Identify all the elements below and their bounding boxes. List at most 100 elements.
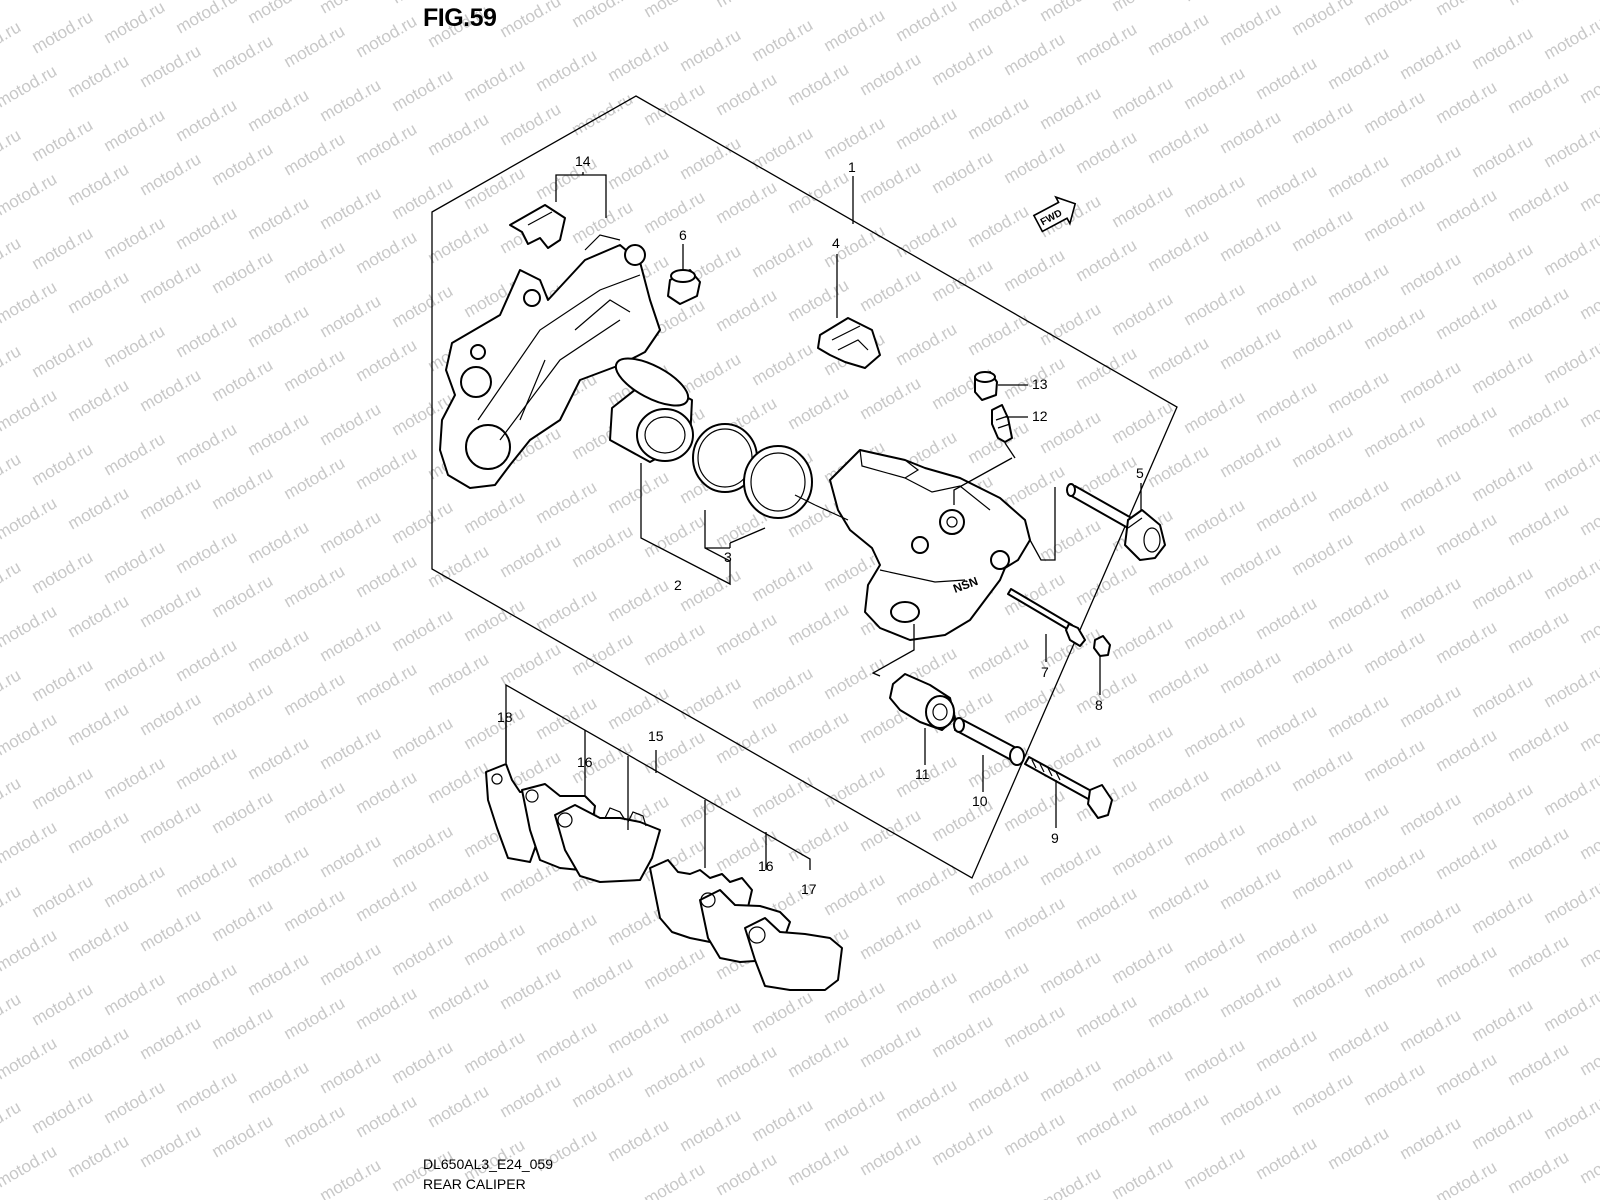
watermark-text: motod.ru (1181, 603, 1249, 653)
watermark-text: motod.ru (1541, 1093, 1600, 1143)
watermark-text: motod.ru (0, 0, 60, 3)
watermark-text: motod.ru (1505, 715, 1573, 765)
watermark-text: motod.ru (281, 1101, 349, 1151)
watermark-text: motod.ru (1325, 1123, 1393, 1173)
watermark-text: motod.ru (353, 119, 421, 169)
watermark-text: motod.ru (0, 17, 24, 67)
watermark-text: motod.ru (1577, 1137, 1600, 1187)
watermark-text: motod.ru (1541, 337, 1600, 387)
watermark-text: motod.ru (29, 655, 97, 705)
figure-name: REAR CALIPER (423, 1176, 526, 1192)
watermark-text: motod.ru (29, 979, 97, 1029)
watermark-text: motod.ru (1217, 215, 1285, 265)
watermark-text: motod.ru (1109, 73, 1177, 123)
watermark-text: motod.ru (857, 265, 925, 315)
watermark-text: motod.ru (281, 561, 349, 611)
sleeve-part (953, 717, 1025, 766)
watermark-text: motod.ru (1001, 1001, 1069, 1051)
watermark-text: motod.ru (1001, 785, 1069, 835)
watermark-text: motod.ru (893, 103, 961, 153)
watermark-text: motod.ru (137, 905, 205, 955)
watermark-text: motod.ru (1541, 985, 1600, 1035)
watermark-text: motod.ru (785, 707, 853, 757)
watermark-text: motod.ru (1397, 681, 1465, 731)
watermark-text: motod.ru (497, 1071, 565, 1121)
watermark-text: motod.ru (749, 15, 817, 65)
watermark-text: motod.ru (1073, 667, 1141, 717)
watermark-text: motod.ru (605, 575, 673, 625)
watermark-text: motod.ru (821, 1085, 889, 1135)
watermark-text: motod.ru (1325, 43, 1393, 93)
watermark-text: motod.ru (569, 629, 637, 679)
watermark-text: motod.ru (1109, 721, 1177, 771)
watermark-text: motod.ru (65, 807, 133, 857)
watermark-text: motod.ru (1181, 711, 1249, 761)
watermark-text: motod.ru (0, 557, 24, 607)
watermark-text: motod.ru (1145, 657, 1213, 707)
watermark-text: motod.ru (1397, 33, 1465, 83)
watermark-text: motod.ru (1253, 809, 1321, 859)
watermark-text: motod.ru (209, 679, 277, 729)
watermark-text: motod.ru (1001, 1109, 1069, 1159)
watermark-text: motod.ru (1145, 981, 1213, 1031)
watermark-text: motod.ru (1037, 839, 1105, 889)
watermark-text: motod.ru (425, 973, 493, 1023)
watermark-text: motod.ru (1181, 63, 1249, 113)
watermark-text: motod.ru (1253, 593, 1321, 643)
watermark-text: motod.ru (173, 203, 241, 253)
watermark-text: motod.ru (749, 987, 817, 1037)
watermark-text: motod.ru (1361, 519, 1429, 569)
watermark-text: motod.ru (1325, 259, 1393, 309)
watermark-text: motod.ru (353, 983, 421, 1033)
watermark-text: motod.ru (173, 311, 241, 361)
watermark-text: motod.ru (209, 31, 277, 81)
watermark-text: motod.ru (1577, 921, 1600, 971)
watermark-text: motod.ru (1145, 1089, 1213, 1139)
watermark-text: motod.ru (965, 93, 1033, 143)
watermark-text: motod.ru (1505, 1147, 1573, 1197)
watermark-text: motod.ru (1037, 299, 1105, 349)
watermark-text: motod.ru (1109, 397, 1177, 447)
watermark-text: motod.ru (821, 5, 889, 55)
watermark-text: motod.ru (1109, 1153, 1177, 1200)
watermark-text: motod.ru (0, 989, 24, 1039)
watermark-text: motod.ru (1181, 927, 1249, 977)
watermark-text: motod.ru (785, 383, 853, 433)
watermark-text: motod.ru (0, 665, 24, 715)
watermark-text: motod.ru (1397, 249, 1465, 299)
watermark-text: motod.ru (389, 497, 457, 547)
watermark-text: motod.ru (1577, 165, 1600, 215)
watermark-text: motod.ru (713, 177, 781, 227)
watermark-text: motod.ru (569, 0, 637, 31)
watermark-text: motod.ru (1577, 1029, 1600, 1079)
watermark-text: motod.ru (281, 669, 349, 719)
watermark-text: motod.ru (1577, 273, 1600, 323)
callout-7: 7 (1041, 664, 1049, 680)
watermark-text: motod.ru (281, 453, 349, 503)
watermark-text: motod.ru (1181, 1035, 1249, 1085)
watermark-text: motod.ru (1253, 377, 1321, 427)
watermark-text: motod.ru (1217, 1079, 1285, 1129)
watermark-text: motod.ru (821, 653, 889, 703)
watermark-text: motod.ru (1541, 553, 1600, 603)
watermark-text: motod.ru (317, 615, 385, 665)
watermark-text: motod.ru (1181, 279, 1249, 329)
watermark-text: motod.ru (749, 1095, 817, 1145)
watermark-text: motod.ru (389, 605, 457, 655)
watermark-text: motod.ru (1577, 597, 1600, 647)
watermark-text: motod.ru (137, 473, 205, 523)
watermark-text: motod.ru (749, 231, 817, 281)
watermark-text: motod.ru (1109, 0, 1177, 15)
watermark-text: motod.ru (245, 85, 313, 135)
watermark-text: motod.ru (1361, 303, 1429, 353)
watermark-text: motod.ru (281, 345, 349, 395)
watermark-text: motod.ru (1073, 19, 1141, 69)
watermark-text: motod.ru (353, 767, 421, 817)
watermark-text: motod.ru (1397, 465, 1465, 515)
watermark-text: motod.ru (1145, 333, 1213, 383)
watermark-text: motod.ru (317, 75, 385, 125)
watermark-text: motod.ru (785, 275, 853, 325)
watermark-text: motod.ru (173, 851, 241, 901)
watermark-text: motod.ru (821, 221, 889, 271)
watermark-text: motod.ru (533, 45, 601, 95)
